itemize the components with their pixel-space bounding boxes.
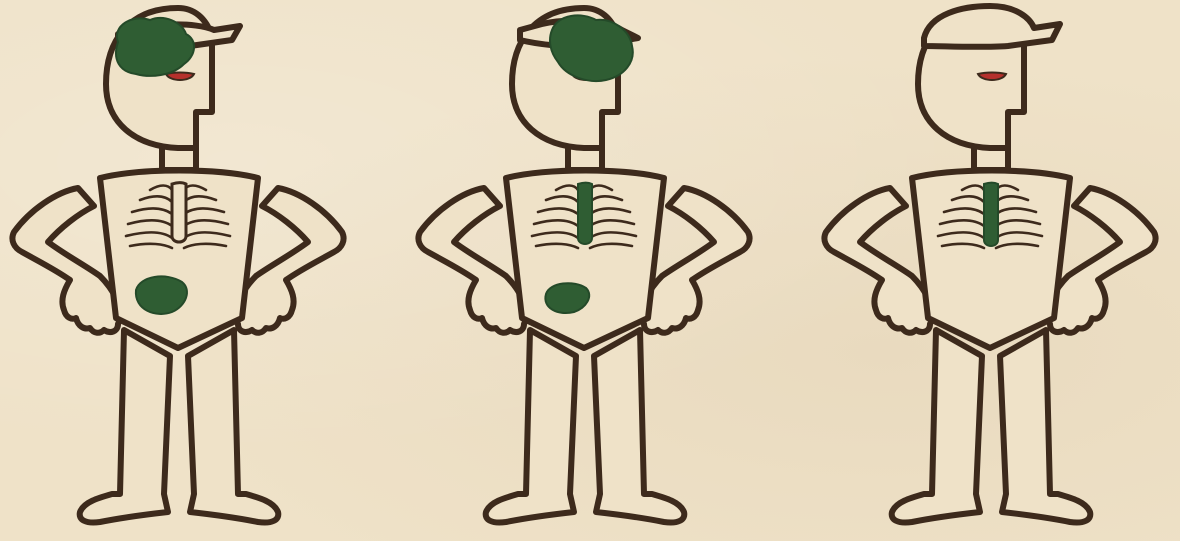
figure-3 <box>824 6 1155 523</box>
figure-1 <box>12 8 343 523</box>
spine-filled <box>984 183 998 247</box>
figure-2 <box>418 8 749 523</box>
stomach-filled <box>136 276 187 314</box>
stomach-filled <box>545 283 589 313</box>
spine-filled <box>578 183 592 245</box>
spine-outline <box>172 183 186 243</box>
